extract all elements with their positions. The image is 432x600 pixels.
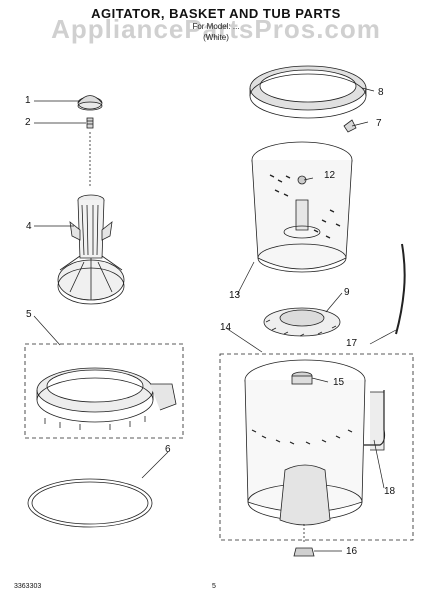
part-18-tube bbox=[364, 390, 386, 446]
callout-14: 14 bbox=[220, 322, 232, 333]
part-7-clip bbox=[343, 119, 357, 133]
callout-18: 18 bbox=[384, 486, 396, 497]
part-9-hub bbox=[263, 307, 341, 337]
callout-6: 6 bbox=[165, 444, 171, 455]
part-16-nut bbox=[293, 524, 315, 557]
watermark-text: AppliancePartsPros.com bbox=[51, 14, 381, 44]
callout-9: 9 bbox=[344, 287, 350, 298]
part-13-basket bbox=[251, 141, 353, 273]
part-17-hose bbox=[395, 243, 406, 335]
callout-15: 15 bbox=[333, 377, 345, 388]
document-number: 3363303 bbox=[14, 583, 42, 590]
group-5-box bbox=[24, 343, 184, 439]
part-6-seal-ring bbox=[27, 478, 153, 528]
color-variant: (White) bbox=[203, 33, 229, 42]
callout-16: 16 bbox=[346, 546, 358, 557]
callout-5: 5 bbox=[26, 309, 32, 320]
part-8-top-ring bbox=[249, 65, 367, 119]
callout-7: 7 bbox=[376, 118, 382, 129]
part-15-bearing bbox=[291, 371, 313, 385]
part-4-agitator bbox=[57, 194, 125, 305]
callout-1: 1 bbox=[25, 95, 31, 106]
callout-4: 4 bbox=[26, 221, 32, 232]
callout-12: 12 bbox=[324, 170, 336, 181]
page-number: 5 bbox=[212, 583, 216, 590]
part-5-balance-ring bbox=[36, 367, 177, 430]
part-1-agitator-cap bbox=[77, 95, 103, 111]
leader-lines bbox=[33, 87, 397, 552]
part-14-outer-tub bbox=[244, 359, 385, 526]
callout-17: 17 bbox=[346, 338, 358, 349]
part-2-bolt bbox=[86, 117, 94, 129]
model-subtitle: For Model: ... bbox=[192, 22, 240, 31]
group-14-box bbox=[219, 353, 414, 541]
callout-13: 13 bbox=[229, 290, 241, 301]
callout-8: 8 bbox=[378, 87, 384, 98]
callout-2: 2 bbox=[25, 117, 31, 128]
diagram-title: AGITATOR, BASKET AND TUB PARTS bbox=[91, 6, 341, 21]
